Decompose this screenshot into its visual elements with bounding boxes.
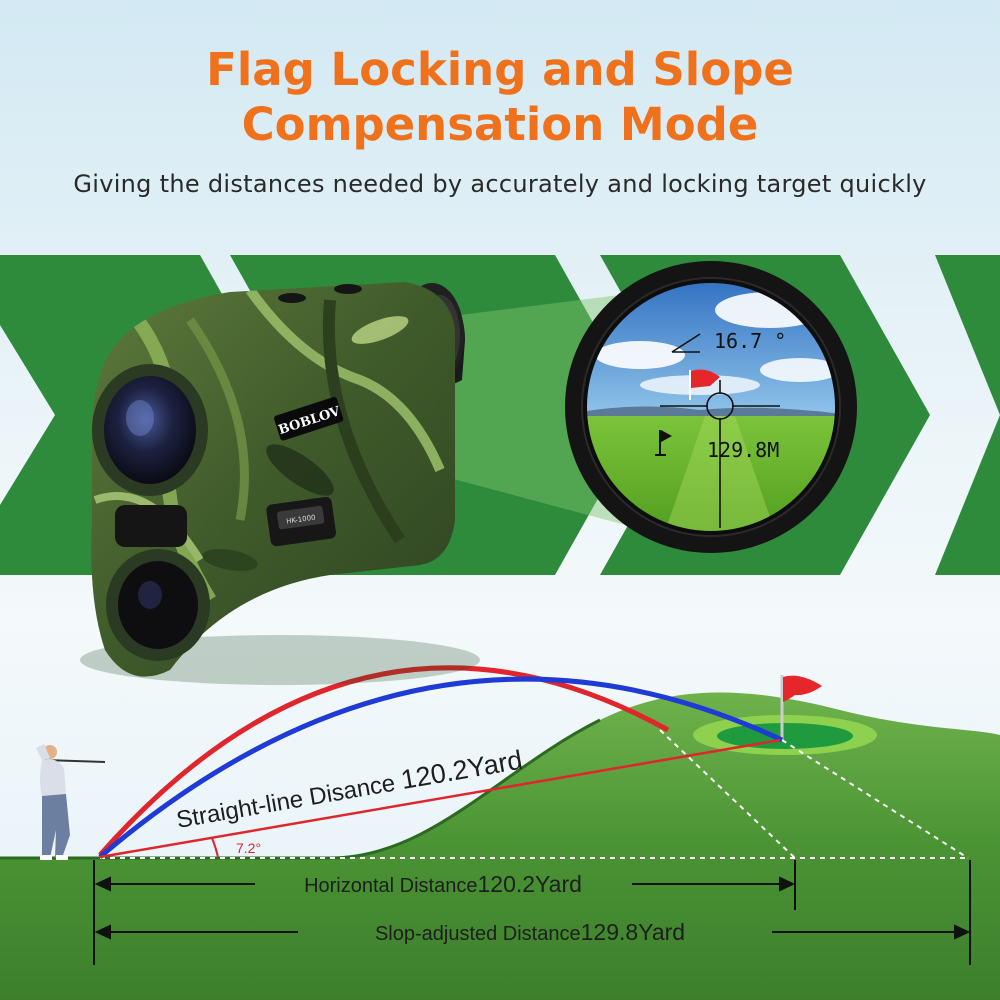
crosshair-icon bbox=[660, 380, 780, 528]
red-trajectory bbox=[98, 665, 670, 857]
angle-label: 7.2° bbox=[236, 840, 261, 856]
title-line-1: Flag Locking and Slope bbox=[206, 43, 794, 96]
angle-arc bbox=[211, 837, 219, 858]
flag-icon bbox=[780, 675, 822, 740]
title-line-2: Compensation Mode bbox=[241, 98, 759, 151]
slope-distance-label: Slop-adjusted Distance129.8Yard bbox=[375, 919, 685, 945]
angle-reading: 16.7 ° bbox=[714, 329, 786, 353]
rangefinder-device: BOBLOV HK-1000 bbox=[80, 282, 480, 685]
horizontal-distance-label: Horizontal Distance120.2Yard bbox=[304, 871, 582, 897]
construction-lines bbox=[100, 729, 969, 859]
eyepiece-view: 16.7 ° 129.8M bbox=[565, 261, 857, 553]
measurement-lines bbox=[93, 860, 971, 965]
hill bbox=[0, 692, 1000, 1000]
blue-trajectory bbox=[98, 676, 784, 859]
flag-indicator-icon bbox=[655, 430, 672, 456]
straight-line bbox=[99, 738, 781, 859]
flag-lock-icon bbox=[689, 369, 720, 400]
distance-reading: 129.8M bbox=[707, 438, 779, 462]
angle-icon bbox=[671, 333, 701, 353]
page-subtitle: Giving the distances needed by accuratel… bbox=[73, 170, 927, 198]
page-title: Flag Locking and Slope Compensation Mode bbox=[0, 42, 1000, 152]
model-button: HK-1000 bbox=[266, 496, 337, 547]
golfer-icon bbox=[36, 744, 106, 860]
